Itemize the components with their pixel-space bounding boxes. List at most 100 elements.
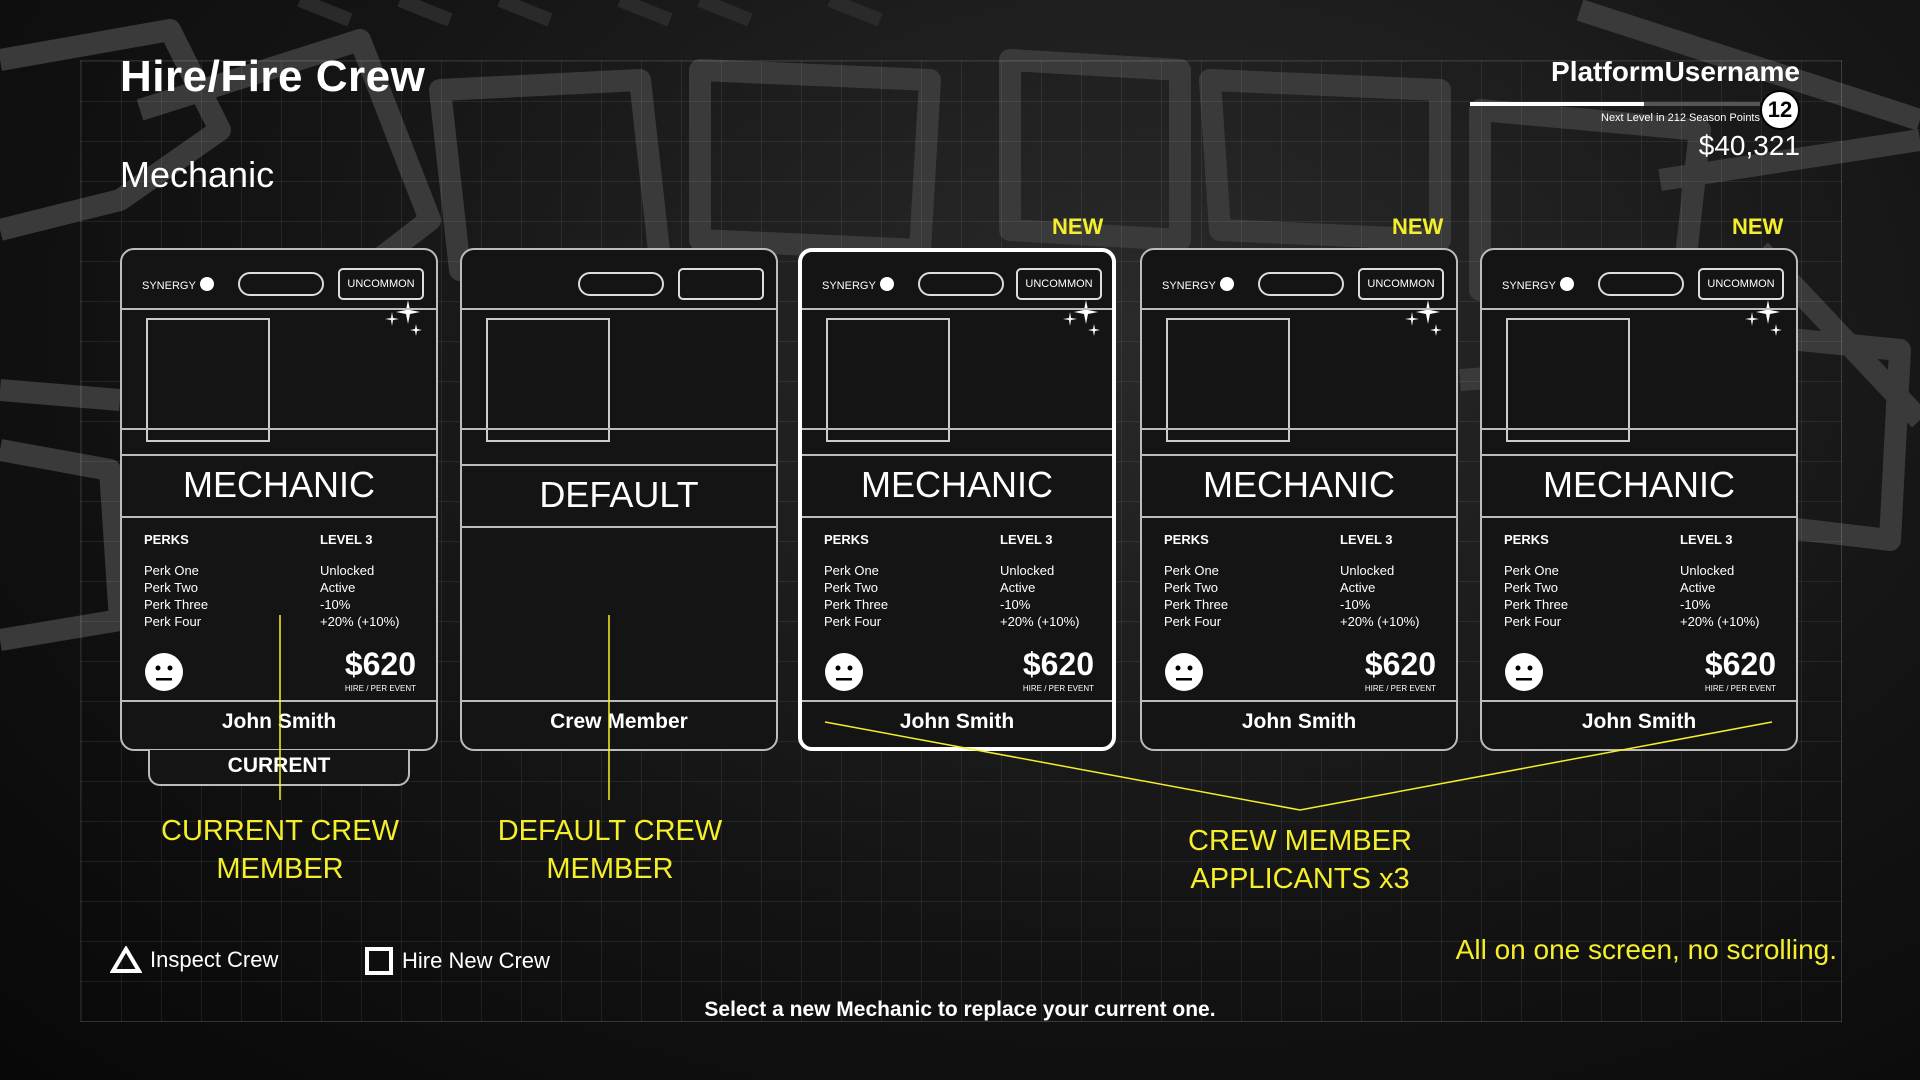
- perk-value: Unlocked: [1000, 563, 1055, 578]
- perks-header: PERKS: [1164, 532, 1209, 547]
- crew-card-applicant[interactable]: SYNERGY UNCOMMON MECHANIC PERKS LEVEL 3 …: [1480, 248, 1798, 751]
- page-subtitle: Mechanic: [120, 154, 275, 195]
- perk-value: -10%: [1000, 597, 1031, 612]
- perk-value: Active: [1000, 580, 1036, 595]
- perk-name: Perk Three: [144, 597, 209, 612]
- annotation-line: APPLICANTS x3: [1190, 863, 1410, 895]
- crew-portrait: [826, 318, 950, 442]
- perk-name: Perk One: [824, 563, 879, 578]
- instruction-text: Select a new Mechanic to replace your cu…: [704, 998, 1216, 1021]
- legend-inspect-label: Inspect Crew: [150, 947, 279, 972]
- crew-portrait: [1166, 318, 1290, 442]
- crew-name: John Smith: [1241, 710, 1357, 733]
- divider: [1482, 700, 1796, 702]
- divider: [1142, 454, 1456, 456]
- perk-name: Perk Four: [1164, 614, 1222, 629]
- perk-value: -10%: [320, 597, 351, 612]
- crew-name: Crew Member: [550, 710, 688, 733]
- crew-card-applicant[interactable]: SYNERGY UNCOMMON MECHANIC PERKS LEVEL 3 …: [798, 248, 1116, 751]
- synergy-label: SYNERGY: [822, 280, 876, 292]
- price-caption: HIRE / PER EVENT: [1364, 684, 1436, 693]
- perk-name: Perk One: [1164, 563, 1219, 578]
- next-level-text: Next Level in 212 Season Points: [1601, 112, 1760, 124]
- player-money: $40,321: [1698, 130, 1800, 161]
- perk-name: Perk One: [1504, 563, 1559, 578]
- level-badge: 12: [1760, 90, 1800, 130]
- crew-name: John Smith: [1581, 710, 1697, 733]
- crew-portrait: [1506, 318, 1630, 442]
- divider: [122, 308, 436, 310]
- perk-list: Perk One Perk Two Perk Three Perk Four: [1164, 562, 1228, 630]
- divider: [1142, 700, 1456, 702]
- crew-card-current[interactable]: SYNERGY UNCOMMON MECHANIC PERKS LEVEL 3 …: [120, 248, 438, 751]
- divider: [1142, 516, 1456, 518]
- price-caption: HIRE / PER EVENT: [344, 684, 416, 693]
- neutral-face-icon: [1165, 653, 1203, 691]
- level-header: LEVEL 3: [1680, 532, 1733, 547]
- price-caption: HIRE / PER EVENT: [1022, 684, 1094, 693]
- annotation-line: DEFAULT CREW: [497, 815, 723, 847]
- perk-name: Perk Three: [824, 597, 889, 612]
- perk-value: Unlocked: [1680, 563, 1735, 578]
- current-status-tab: CURRENT: [148, 750, 410, 786]
- divider: [462, 700, 776, 702]
- perk-value: +20% (+10%): [1680, 614, 1760, 629]
- legend-hire[interactable]: Hire New Crew: [364, 946, 550, 976]
- sparkle-icon: [1063, 300, 1100, 336]
- perk-name: Perk Four: [824, 614, 882, 629]
- perk-value: Active: [320, 580, 356, 595]
- divider: [122, 700, 436, 702]
- perk-value: +20% (+10%): [320, 614, 400, 629]
- rarity-badge: UNCOMMON: [1698, 268, 1784, 300]
- divider: [462, 526, 776, 528]
- rarity-badge: UNCOMMON: [1016, 268, 1102, 300]
- synergy-label: SYNERGY: [142, 280, 196, 292]
- perk-value: Active: [1680, 580, 1716, 595]
- perk-values: Unlocked Active -10% +20% (+10%): [1340, 562, 1420, 630]
- perk-list: Perk One Perk Two Perk Three Perk Four: [1504, 562, 1568, 630]
- legend-inspect[interactable]: Inspect Crew: [110, 946, 278, 974]
- new-tag: NEW: [1392, 214, 1444, 239]
- hire-price: $620: [1364, 646, 1436, 682]
- perks-header: PERKS: [824, 532, 869, 547]
- divider: [1482, 308, 1796, 310]
- divider: [462, 308, 776, 310]
- annotation-default-crew: DEFAULT CREW MEMBER: [460, 812, 760, 888]
- divider: [802, 700, 1112, 702]
- crew-card-default[interactable]: DEFAULT Crew Member: [460, 248, 778, 751]
- divider: [462, 428, 776, 430]
- crew-role: DEFAULT: [539, 474, 699, 515]
- perks-header: PERKS: [1504, 532, 1549, 547]
- perk-name: Perk Three: [1504, 597, 1569, 612]
- tag-pill: [1258, 272, 1344, 296]
- perk-name: Perk Two: [1164, 580, 1218, 595]
- divider: [1482, 516, 1796, 518]
- annotation-line: MEMBER: [216, 853, 344, 885]
- perk-values: Unlocked Active -10% +20% (+10%): [1680, 562, 1760, 630]
- tag-pill: [918, 272, 1004, 296]
- tag-box: [678, 268, 764, 300]
- crew-role: MECHANIC: [1202, 464, 1395, 505]
- perk-value: Unlocked: [1340, 563, 1395, 578]
- perk-name: Perk One: [144, 563, 199, 578]
- synergy-indicator-icon: [1220, 277, 1234, 291]
- crew-role: MECHANIC: [1542, 464, 1735, 505]
- crew-card-applicant[interactable]: SYNERGY UNCOMMON MECHANIC PERKS LEVEL 3 …: [1140, 248, 1458, 751]
- crew-portrait: [486, 318, 610, 442]
- divider: [1142, 428, 1456, 430]
- divider: [122, 516, 436, 518]
- sparkle-icon: [385, 300, 422, 336]
- perk-list: Perk One Perk Two Perk Three Perk Four: [144, 562, 208, 630]
- synergy-indicator-icon: [200, 277, 214, 291]
- rarity-badge: UNCOMMON: [338, 268, 424, 300]
- crew-role: MECHANIC: [182, 464, 375, 505]
- square-button-icon: [365, 947, 393, 975]
- hire-price: $620: [1022, 646, 1094, 682]
- divider: [1142, 308, 1456, 310]
- perk-values: Unlocked Active -10% +20% (+10%): [1000, 562, 1080, 630]
- synergy-label: SYNERGY: [1502, 280, 1556, 292]
- divider: [1482, 428, 1796, 430]
- divider: [122, 454, 436, 456]
- hire-price: $620: [344, 646, 416, 682]
- annotation-current-crew: CURRENT CREW MEMBER: [130, 812, 430, 888]
